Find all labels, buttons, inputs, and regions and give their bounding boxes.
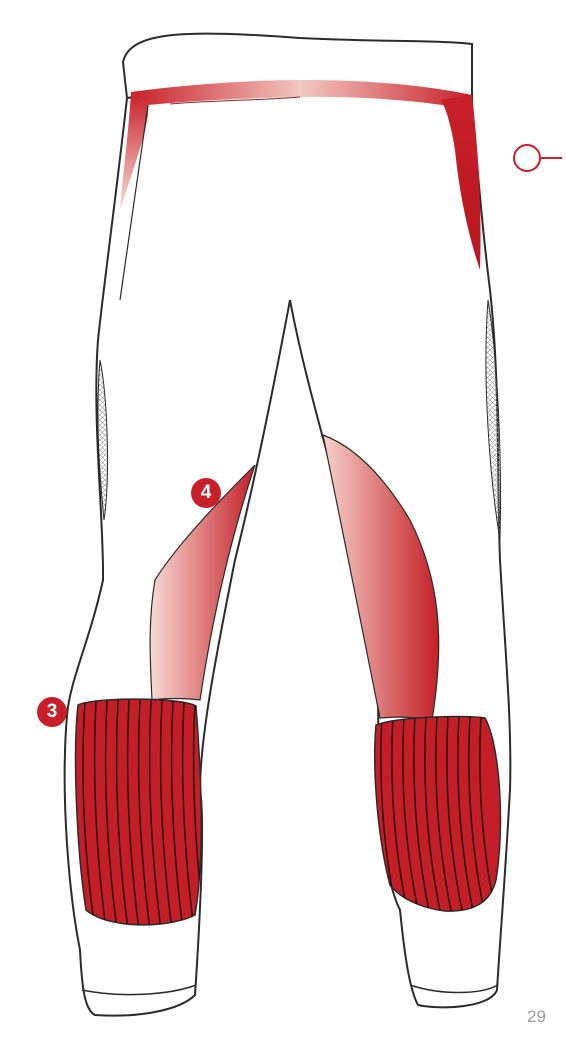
callout-marker-4: 4 <box>191 478 221 508</box>
callout-pointer <box>514 145 562 171</box>
callout-marker-label: 3 <box>47 701 58 723</box>
callout-marker-label: 4 <box>201 482 212 504</box>
knee-panel-left <box>76 699 205 930</box>
page-number: 29 <box>527 1007 546 1027</box>
callout-marker-3: 3 <box>37 697 67 727</box>
knee-panel-right <box>375 715 501 920</box>
